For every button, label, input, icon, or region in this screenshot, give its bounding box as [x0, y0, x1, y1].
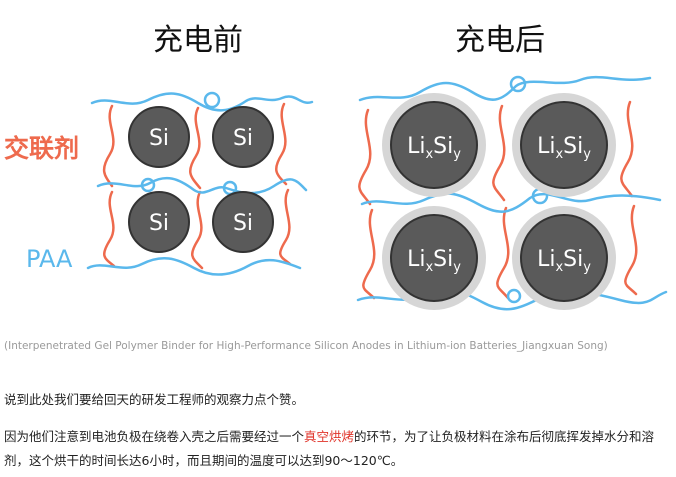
- figure-caption: (Interpenetrated Gel Polymer Binder for …: [4, 340, 608, 352]
- paa-chain: [96, 176, 308, 195]
- crosslinker-line: [492, 104, 506, 202]
- crosslinker-line: [496, 206, 510, 300]
- after-particles: LixSiy LixSiy LixSiy LixSiy: [382, 93, 616, 310]
- crosslinker-line: [102, 190, 116, 268]
- paragraph-1: 说到此处我们要给回天的研发工程师的观察力点个赞。: [4, 392, 305, 407]
- crosslinker-label: 交联剂: [4, 134, 79, 163]
- before-particles: Si Si Si Si: [128, 106, 274, 253]
- svg-text:Si: Si: [149, 126, 169, 151]
- paa-chain: [86, 256, 302, 276]
- crosslinker-line: [624, 204, 638, 296]
- lixsiy-particle: LixSiy: [512, 93, 616, 197]
- crosslinker-line: [102, 104, 115, 188]
- highlight-vacuum-baking: 真空烘烤: [304, 429, 355, 444]
- after-network: LixSiy LixSiy LixSiy LixSiy: [356, 75, 668, 311]
- lixsiy-particle: LixSiy: [382, 93, 486, 197]
- crosslinker-line: [188, 106, 202, 190]
- svg-text:Si: Si: [233, 126, 253, 151]
- binder-diagram: 充电前 充电后 交联剂 PAA Si: [4, 23, 668, 311]
- paa-loop: [506, 288, 522, 304]
- svg-text:LixSiy: LixSiy: [537, 247, 591, 275]
- crosslinker-line: [362, 208, 376, 300]
- after-title: 充电后: [455, 23, 545, 58]
- svg-text:LixSiy: LixSiy: [537, 134, 591, 162]
- si-particle: Si: [128, 106, 190, 168]
- paa-chain: [358, 75, 652, 102]
- crosslinker-line: [620, 100, 634, 198]
- paragraph-2-text-before: 因为他们注意到电池负极在绕卷入壳之后需要经过一个: [4, 429, 305, 444]
- paa-chain: [360, 192, 662, 213]
- before-paa-chains: [86, 91, 314, 276]
- lixsiy-particle: LixSiy: [512, 206, 616, 310]
- before-network: Si Si Si Si: [86, 91, 314, 276]
- crosslinker-line: [274, 102, 288, 186]
- diagram-svg: 充电前 充电后 交联剂 PAA Si: [4, 23, 668, 311]
- si-particle: Si: [212, 106, 274, 168]
- paa-label: PAA: [26, 245, 73, 273]
- si-particle: Si: [128, 191, 190, 253]
- si-particle: Si: [212, 191, 274, 253]
- svg-text:Si: Si: [149, 211, 169, 236]
- crosslinker-line: [190, 190, 204, 270]
- crosslinker-line: [278, 188, 292, 266]
- before-crosslinkers: [102, 102, 292, 270]
- paragraph-2-text-after: 的环节，为了让负极材料在涂布后彻底挥发掉水分和溶剂，这个烘干的时间长达6小时，而…: [4, 429, 655, 468]
- svg-text:LixSiy: LixSiy: [407, 134, 461, 162]
- paa-loop: [140, 177, 156, 193]
- svg-text:Si: Si: [233, 211, 253, 236]
- paragraph-2: 因为他们注意到电池负极在绕卷入壳之后需要经过一个真空烘烤的环节，为了让负极材料在…: [4, 425, 672, 473]
- before-title: 充电前: [153, 23, 243, 58]
- lixsiy-particle: LixSiy: [382, 206, 486, 310]
- after-crosslinkers: [358, 100, 638, 300]
- crosslinker-line: [358, 108, 372, 206]
- paa-chain: [90, 92, 314, 112]
- paa-loop: [509, 75, 527, 93]
- paa-loop: [203, 91, 221, 109]
- svg-text:LixSiy: LixSiy: [407, 247, 461, 275]
